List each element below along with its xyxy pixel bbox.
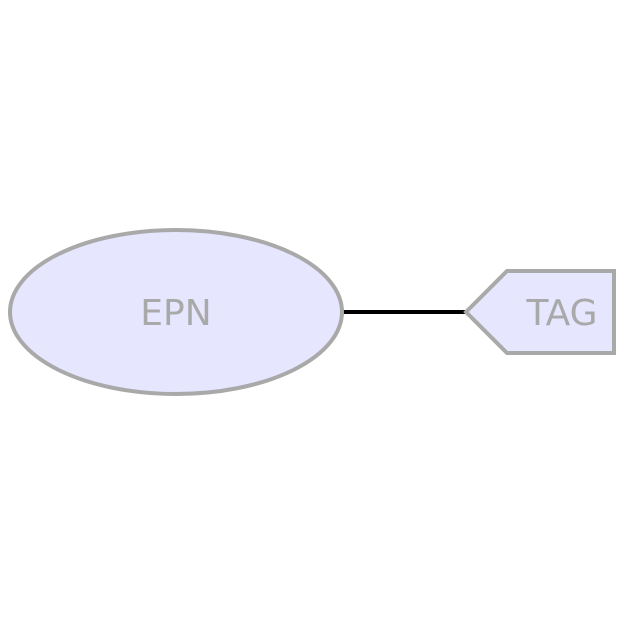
epn-node[interactable]: EPN (8, 228, 344, 396)
tag-node-label: TAG (525, 293, 597, 334)
tag-node[interactable]: TAG (463, 269, 616, 355)
epn-node-label: EPN (140, 293, 211, 334)
tag-node-shape (463, 269, 616, 355)
epn-node-shape (8, 228, 344, 396)
